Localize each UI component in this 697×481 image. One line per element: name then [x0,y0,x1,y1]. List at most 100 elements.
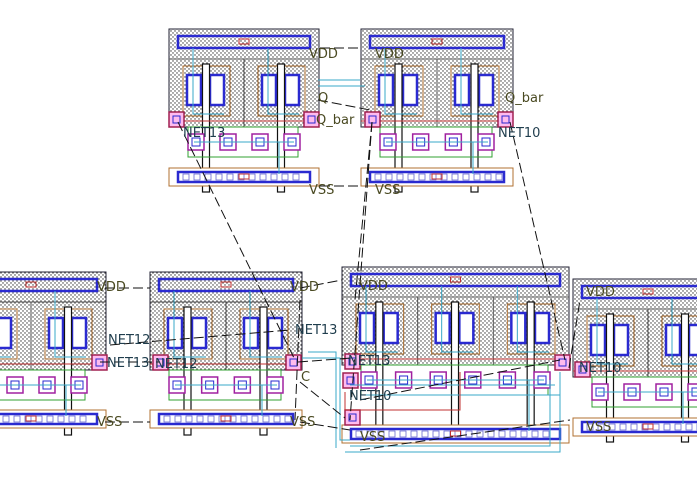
ratsnest-line [568,299,581,369]
vss-contact [355,430,363,438]
ratsnest-line [177,121,296,361]
p-contact [458,311,475,345]
vss-contact [185,415,193,423]
p-contact [260,73,278,107]
vss-via-marker [642,423,654,430]
vss-via-marker [238,173,250,180]
vdd-rail [368,34,506,50]
vss-contact [79,415,87,423]
vss-contact [193,173,201,181]
pin-box [554,354,571,371]
metal2-route [345,372,561,453]
pdiff [0,308,18,360]
vss-contact [270,173,278,181]
metal2-wire [249,291,282,358]
pin-contact [348,413,357,422]
p-contact [382,311,399,345]
vss-contact [374,173,382,181]
poly-gate [259,306,268,436]
vss-contact [586,423,594,431]
standard-cell[interactable] [149,271,303,436]
vss-label: VSS [309,183,335,198]
vss-rail [0,412,99,426]
vdd-via-marker [220,281,232,288]
vdd-via-marker [431,38,443,45]
pin-contact [368,115,377,124]
vss-contact [377,430,385,438]
pin-box [285,354,302,371]
vss-contact [226,173,234,181]
vss-contact [259,173,267,181]
p-contact [589,323,607,357]
vss-contact [597,423,605,431]
metal2-wire [0,356,11,358]
vss-via-marker [431,173,443,180]
vss-contact [531,430,539,438]
poly-gate [276,63,286,193]
vdd-via-marker [450,276,461,283]
poly-gate [680,313,690,443]
vss-contact [251,415,259,423]
vss-contact [498,430,506,438]
metal2-wire [596,298,628,365]
pin-contact [346,376,355,385]
ratsnest-line [359,419,571,451]
vss-rail [580,420,697,434]
vss-contact [484,173,492,181]
vss-contact [262,415,270,423]
pin-net13-label: NET13 [348,354,391,369]
vss-contact [46,415,54,423]
vss-contact [418,173,426,181]
vdd-label: VDD [309,47,338,62]
p-contact [70,316,88,350]
pin-net12-label: NET12 [108,333,151,348]
vdd-rail [157,277,295,293]
standard-cell[interactable] [360,28,514,193]
pin-net10-label: NET10 [498,126,541,141]
vss-contact [215,173,223,181]
vss-contact [13,415,21,423]
vss-contact [396,173,404,181]
pin-c-label: C [301,370,311,385]
vss-contact [292,173,300,181]
standard-cell[interactable] [168,28,320,193]
vss-contact [207,415,215,423]
vss-contact [385,173,393,181]
p-contact [434,311,451,345]
p-contact [510,311,527,345]
vss-via-marker [25,415,37,422]
metal2-wire [267,48,299,115]
vss-contact [509,430,517,438]
p-contact [533,311,551,345]
vss-label: VSS [375,183,401,198]
vss-contact [542,430,550,438]
vss-contact [685,423,693,431]
pin-box [168,111,185,128]
standard-cell[interactable] [572,278,697,443]
vss-label: VSS [586,420,612,435]
vss-contact [182,173,190,181]
vdd-via-marker [238,38,250,45]
metal2-wire [671,298,697,365]
poly-gate [183,306,192,436]
ratsnest-line [349,121,373,421]
standard-cell[interactable] [341,266,570,444]
standard-cell[interactable] [0,271,107,436]
metal2-wire [441,286,474,353]
vss-contact [68,415,76,423]
p-contact [208,73,226,107]
vss-contact [407,173,415,181]
vss-contact [284,415,292,423]
ratsnest-line [317,99,371,111]
ratsnest-line [299,381,346,419]
poly-route [344,372,461,411]
p-contact [664,323,682,357]
vdd-rail [176,34,312,50]
vdd-label: VDD [375,47,404,62]
p-contact [166,316,184,350]
pin-contact [501,115,510,124]
vdd-via-marker [642,288,654,295]
vss-contact [229,415,237,423]
